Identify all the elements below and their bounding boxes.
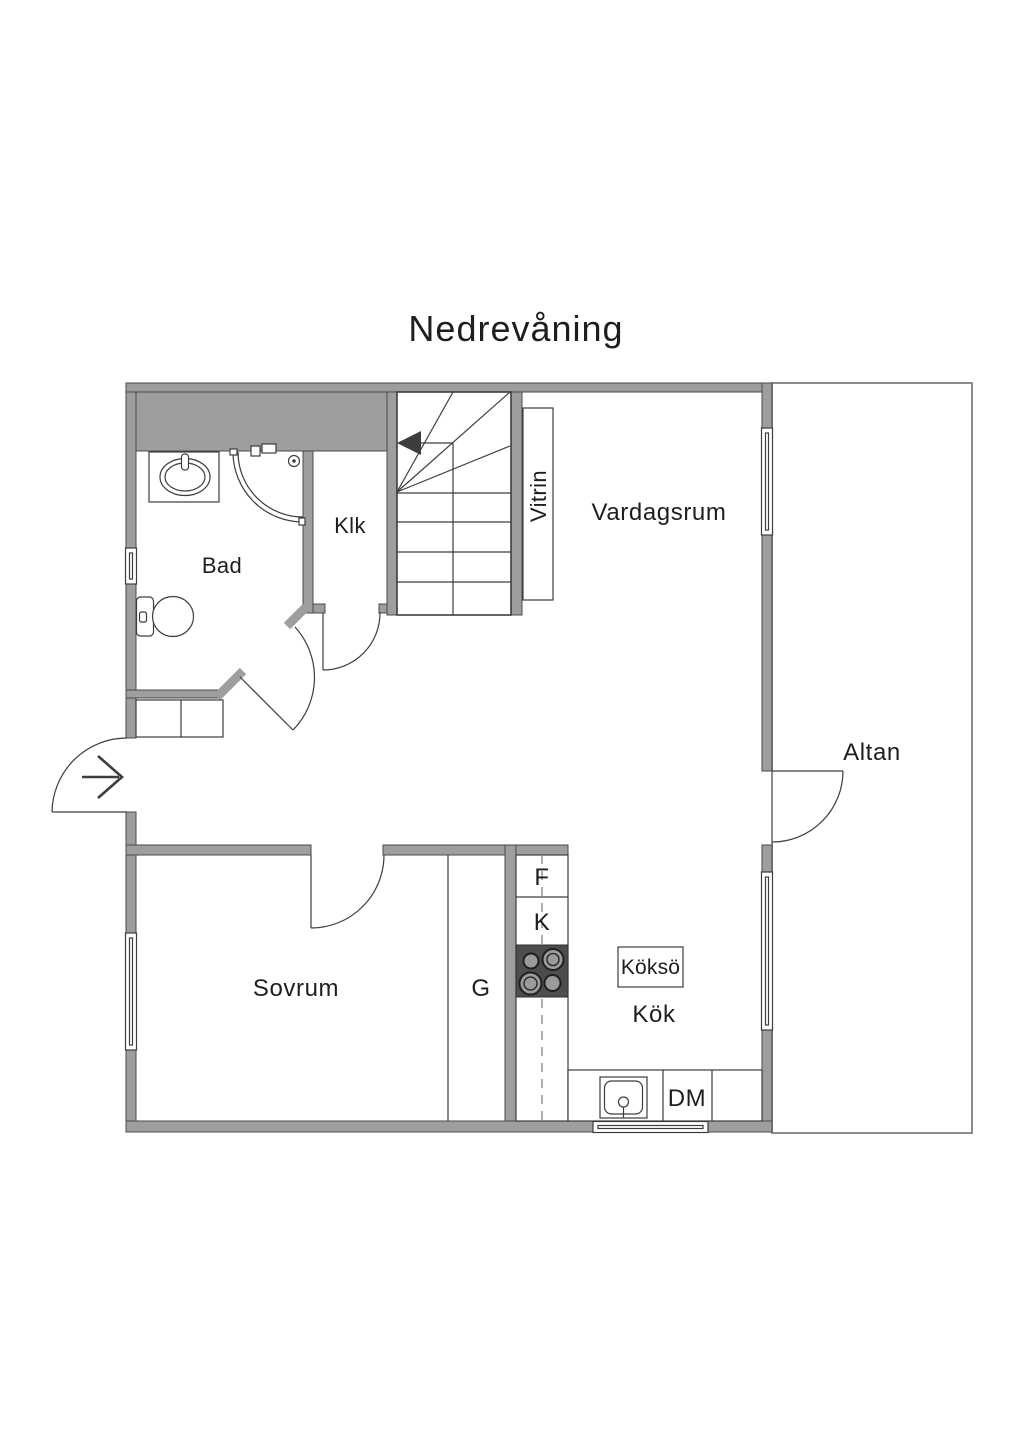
room-label-garderob: G	[471, 975, 490, 1002]
floor-title: Nedrevåning	[408, 308, 623, 349]
closet-door	[322, 611, 381, 671]
terrace-altan	[771, 382, 973, 1134]
walls	[125, 382, 773, 1133]
shower	[229, 443, 306, 526]
window-livingroom	[760, 427, 774, 536]
bathroom-door	[239, 626, 316, 731]
wall-top-band	[125, 391, 398, 452]
entry-arrow-icon	[82, 755, 124, 799]
kitchen-sink	[599, 1076, 648, 1119]
kitchen-counter-south	[567, 1069, 763, 1122]
wall-left-4	[125, 1049, 137, 1122]
wall-right-2	[761, 534, 773, 772]
wall-bad-diagonal-2	[283, 603, 310, 630]
room-label-altan: Altan	[843, 739, 901, 766]
room-label-bad: Bad	[202, 553, 242, 578]
entry-door	[51, 737, 128, 813]
wall-stair-livingroom	[510, 391, 523, 616]
bathroom-fixtures	[135, 443, 306, 638]
kitchen-fixtures	[515, 854, 763, 1122]
stair-direction-arrow-icon	[397, 431, 421, 455]
appliance-label-dm: DM	[668, 1085, 707, 1112]
window-bathroom	[124, 547, 138, 585]
wall-bad-south	[125, 689, 220, 699]
wall-hall-bedroom-left	[125, 844, 312, 856]
room-labels: Bad Klk Vitrin Vardagsrum Altan Sovrum G…	[202, 470, 901, 1112]
doors	[51, 611, 844, 929]
wall-bottom	[125, 1120, 773, 1133]
bathroom-sink	[148, 451, 220, 503]
room-label-vardagsrum: Vardagsrum	[592, 499, 727, 526]
appliance-label-f: F	[534, 864, 549, 891]
terrace-door	[771, 770, 844, 843]
windows	[124, 427, 774, 1134]
terrace-outline	[771, 382, 973, 1134]
wall-klk-jamb-left	[312, 603, 326, 614]
stove	[515, 944, 569, 998]
wall-hall-bedroom-right	[382, 844, 569, 856]
stair-winder-3	[396, 445, 511, 493]
wall-left-3	[125, 811, 137, 934]
staircase	[396, 391, 512, 616]
wall-bad-klk	[302, 450, 314, 614]
toilet	[135, 595, 195, 638]
wall-right-3	[761, 844, 773, 873]
wall-right-1	[761, 382, 773, 429]
label-kokso: Köksö	[621, 956, 680, 979]
wall-right-4	[761, 1029, 773, 1122]
hall-cabinet	[135, 699, 224, 738]
room-label-klk: Klk	[334, 513, 366, 538]
wall-top	[125, 382, 773, 393]
bedroom-door	[310, 854, 385, 929]
window-kitchen-east	[760, 871, 774, 1031]
window-bedroom	[124, 932, 138, 1051]
room-label-kok: Kök	[632, 1001, 676, 1028]
room-label-sovrum: Sovrum	[253, 975, 339, 1002]
room-label-vitrin: Vitrin	[526, 470, 551, 522]
wall-kitchen-west	[504, 844, 517, 1122]
stair-winder-2	[396, 391, 511, 493]
window-kitchen-south	[592, 1120, 709, 1134]
kitchen-island	[617, 946, 684, 988]
wall-klk-stair	[386, 391, 398, 616]
wall-left-1	[125, 391, 137, 549]
wall-left-2	[125, 583, 137, 739]
stair-winder-1	[396, 391, 454, 493]
wall-bad-diagonal-1	[213, 667, 247, 701]
appliance-label-k: K	[534, 909, 551, 936]
vitrin-cabinet	[522, 407, 554, 601]
